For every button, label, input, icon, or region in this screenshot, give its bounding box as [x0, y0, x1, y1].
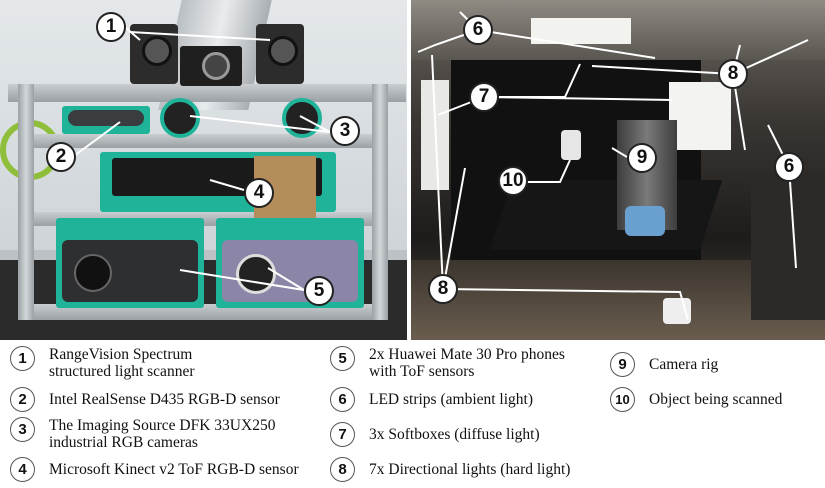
scanning-room-photo	[411, 0, 825, 340]
legend-item-8: 8 7x Directional lights (hard light)	[330, 457, 570, 482]
scanner-lens-left	[142, 36, 172, 66]
frame-bottom-bar	[18, 304, 388, 320]
legend-number: 10	[610, 387, 635, 412]
marker-phones: 5	[304, 276, 334, 306]
marker-scanned-object: 10	[498, 166, 528, 196]
frame-top-bar	[8, 84, 406, 102]
frame-mid-bar	[18, 134, 378, 148]
legend-number: 4	[10, 457, 35, 482]
legend-number: 1	[10, 346, 35, 371]
legend-number: 6	[330, 387, 355, 412]
marker-led-strips-right: 6	[774, 152, 804, 182]
legend-number: 2	[10, 387, 35, 412]
legend-text: Object being scanned	[649, 391, 783, 408]
leader-lines	[179, 63, 673, 291]
industrial-cam-left	[160, 98, 200, 138]
legend-number: 7	[330, 422, 355, 447]
legend-number: 3	[10, 417, 35, 442]
scanner-projector-lens	[202, 52, 230, 80]
phone-left-camera	[74, 254, 112, 292]
softbox-right	[669, 82, 731, 150]
marker-scanner: 1	[96, 12, 126, 42]
marker-industrial-cameras: 3	[330, 116, 360, 146]
ceiling-light-panel	[531, 18, 631, 44]
robot-base	[625, 206, 665, 236]
legend-text: Intel RealSense D435 RGB-D sensor	[49, 391, 280, 408]
industrial-cam-right	[282, 98, 322, 138]
scanner-lens-right	[268, 36, 298, 66]
phone-right-camera	[236, 254, 276, 294]
legend-number: 8	[330, 457, 355, 482]
legend-number: 5	[330, 346, 355, 371]
frame-left-post	[18, 84, 34, 320]
marker-softboxes: 7	[469, 82, 499, 112]
marker-directional-lights-top: 8	[718, 59, 748, 89]
side-equipment	[751, 180, 825, 320]
legend-number: 9	[610, 352, 635, 377]
legend-item-6: 6 LED strips (ambient light)	[330, 387, 533, 412]
marker-directional-lights-bottom: 8	[428, 274, 458, 304]
scanned-object	[561, 130, 581, 160]
marker-kinect: 4	[244, 178, 274, 208]
legend-text: 3x Softboxes (diffuse light)	[369, 426, 540, 443]
legend-item-2: 2 Intel RealSense D435 RGB-D sensor	[10, 387, 280, 412]
marker-led-strips-top: 6	[463, 15, 493, 45]
legend-item-9: 9 Camera rig	[610, 352, 718, 377]
frame-right-post	[372, 84, 388, 320]
legend-item-10: 10 Object being scanned	[610, 387, 782, 412]
legend-text: LED strips (ambient light)	[369, 391, 534, 408]
marker-realsense: 2	[46, 142, 76, 172]
legend-item-7: 7 3x Softboxes (diffuse light)	[330, 422, 540, 447]
legend-text: 7x Directional lights (hard light)	[369, 461, 571, 478]
legend-text: Microsoft Kinect v2 ToF RGB-D sensor	[49, 461, 299, 478]
realsense-sensor	[68, 110, 144, 126]
marker-camera-rig: 9	[627, 143, 657, 173]
legend-text: Camera rig	[649, 356, 719, 373]
legend-item-4: 4 Microsoft Kinect v2 ToF RGB-D sensor	[10, 457, 299, 482]
